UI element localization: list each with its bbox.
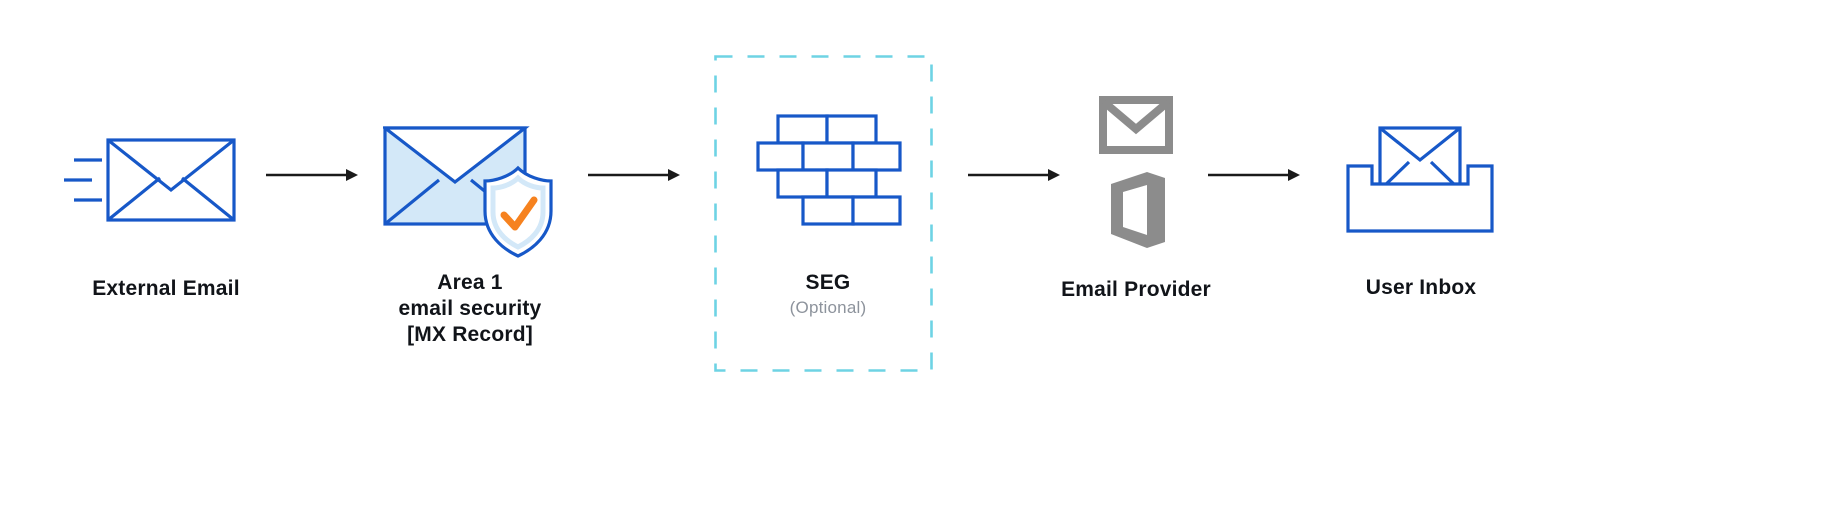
area1-label-line3: [MX Record] xyxy=(407,323,533,346)
inbox-tray-icon xyxy=(1346,164,1494,233)
speed-lines-icon xyxy=(64,158,102,202)
external-email-node xyxy=(64,138,236,227)
arrow-right-icon xyxy=(588,169,680,181)
gmail-icon xyxy=(1099,96,1173,154)
arrow-right-icon xyxy=(266,169,358,181)
seg-label-block: SEG (Optional) xyxy=(698,270,958,320)
envelope-icon xyxy=(106,138,236,222)
area1-label: Area 1 email security [MX Record] xyxy=(340,270,600,348)
shield-icon xyxy=(483,165,553,258)
brick-row-4 xyxy=(801,195,902,226)
external-email-label: External Email xyxy=(92,277,240,300)
seg-node xyxy=(756,114,902,233)
seg-optional-dashed-box xyxy=(714,55,933,372)
brick-row-2 xyxy=(756,141,902,172)
arrow-right-icon xyxy=(1208,169,1300,181)
area1-envelope-shield-icon xyxy=(380,126,553,258)
email-provider-node xyxy=(1099,96,1173,249)
area1-label-line1: Area 1 xyxy=(437,271,503,294)
user-inbox-node xyxy=(1344,126,1496,239)
email-provider-label: Email Provider xyxy=(1061,278,1211,301)
envelope-icon xyxy=(1378,126,1462,192)
inbox-tray-envelope-icon xyxy=(1346,126,1494,233)
seg-label: SEG xyxy=(805,271,851,294)
area1-label-line2: email security xyxy=(398,297,542,320)
brick-row-3 xyxy=(776,168,878,199)
checkmark-icon xyxy=(500,196,538,231)
firewall-brick-wall-icon xyxy=(756,114,902,226)
external-email-envelope-icon xyxy=(64,138,236,222)
arrow-right-icon xyxy=(968,169,1060,181)
microsoft-office-icon xyxy=(1111,172,1165,248)
area1-node xyxy=(380,126,567,265)
brick-row-1 xyxy=(776,114,878,145)
user-inbox-label: User Inbox xyxy=(1365,276,1477,299)
seg-optional-sublabel: (Optional) xyxy=(789,298,867,317)
